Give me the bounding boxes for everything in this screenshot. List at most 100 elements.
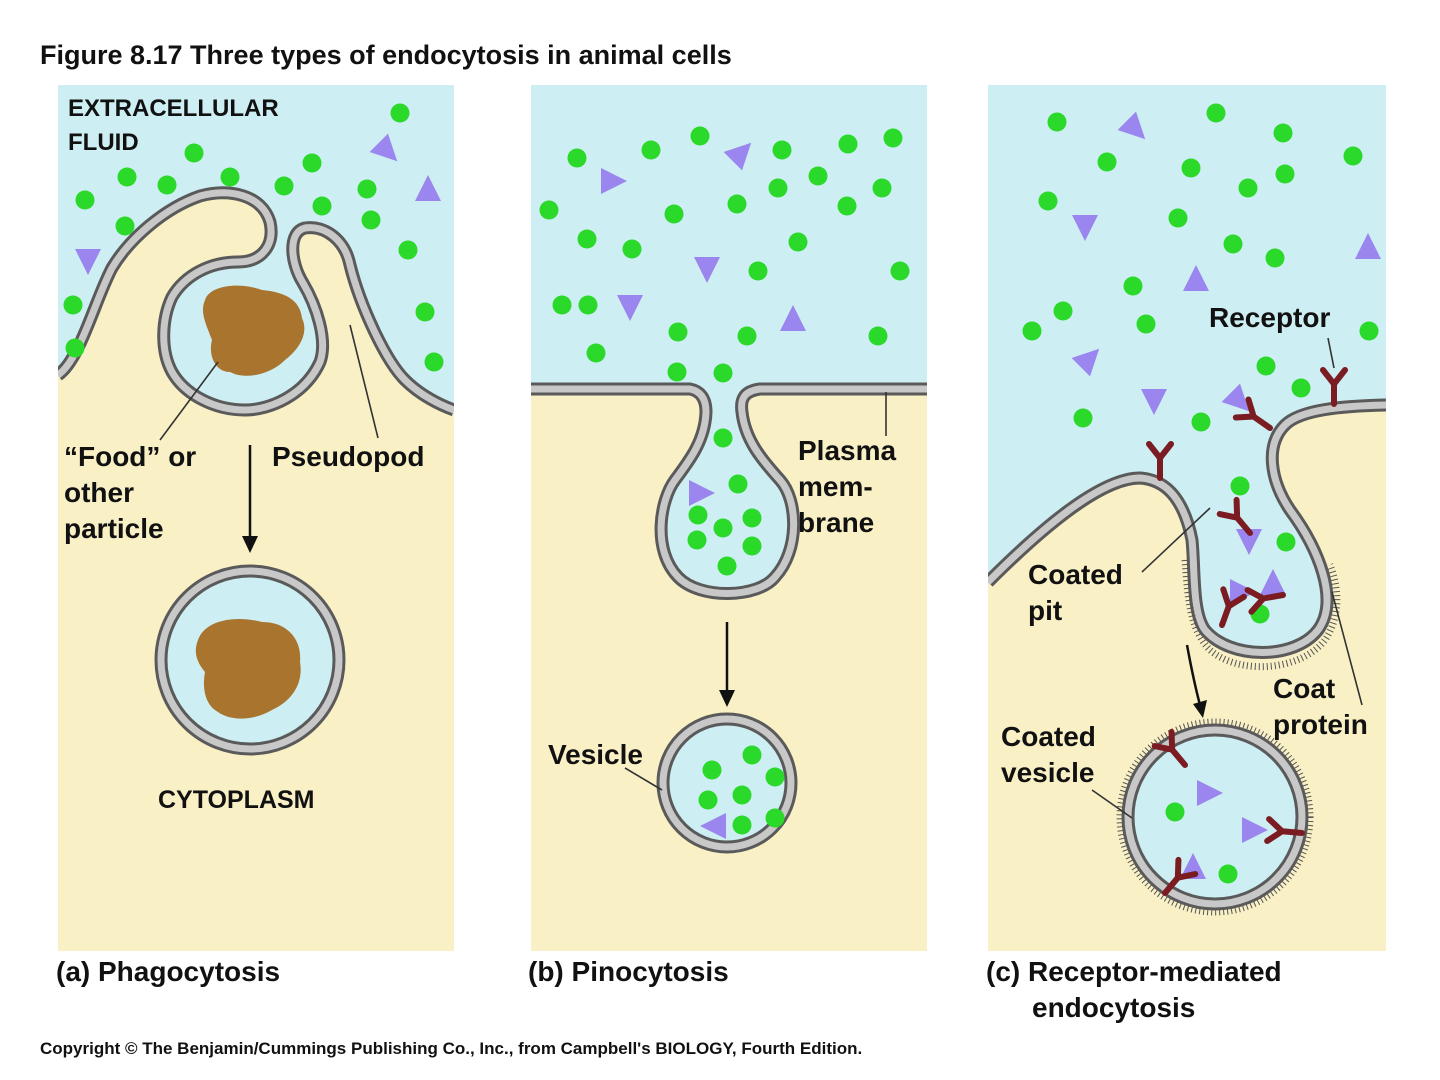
panel-phagocytosis: EXTRACELLULAR FLUID “Food” or other part… bbox=[58, 85, 454, 951]
green-dot-molecule-icon bbox=[883, 128, 903, 148]
coat-protein-fringe-pit bbox=[1181, 559, 1341, 671]
green-dot-molecule-icon bbox=[768, 178, 788, 198]
green-dot-molecule-icon bbox=[1276, 532, 1296, 552]
green-dot-molecule-icon bbox=[157, 175, 177, 195]
green-dot-molecule-icon bbox=[390, 103, 410, 123]
green-dot-molecule-icon bbox=[765, 808, 785, 828]
receptor-y-icon bbox=[1320, 367, 1348, 407]
green-dot-molecule-icon bbox=[115, 216, 135, 236]
label-plasma-membrane-line1: Plasma bbox=[798, 435, 896, 466]
label-coat-protein-line2: protein bbox=[1273, 709, 1368, 740]
label-cytoplasm: CYTOPLASM bbox=[158, 786, 315, 814]
green-dot-molecule-icon bbox=[220, 167, 240, 187]
green-dot-molecule-icon bbox=[732, 785, 752, 805]
caption-receptor-mediated-line1: (c) Receptor-mediated bbox=[986, 956, 1282, 987]
label-receptor: Receptor bbox=[1209, 302, 1330, 333]
purple-triangle-molecule-icon bbox=[723, 142, 752, 171]
green-dot-molecule-icon bbox=[1123, 276, 1143, 296]
green-dot-molecule-icon bbox=[713, 363, 733, 383]
receptor-y-icon bbox=[1146, 441, 1174, 481]
panel-c-coat-protein-leader-line bbox=[1331, 591, 1363, 706]
receptor-y-icon bbox=[1264, 816, 1305, 844]
green-dot-molecule-icon bbox=[398, 240, 418, 260]
green-dot-molecule-icon bbox=[765, 767, 785, 787]
green-dot-molecule-icon bbox=[868, 326, 888, 346]
label-coated-pit-line1: Coated bbox=[1028, 559, 1123, 590]
green-dot-molecule-icon bbox=[728, 474, 748, 494]
green-dot-molecule-icon bbox=[75, 190, 95, 210]
caption-pinocytosis: (b) Pinocytosis bbox=[528, 956, 729, 987]
panel-a-pseudopod-leader-line bbox=[349, 324, 379, 439]
label-extracellular-fluid-line2: FLUID bbox=[68, 129, 139, 156]
arrow-down-icon bbox=[719, 622, 735, 707]
food-particle-icon bbox=[195, 619, 301, 719]
green-dot-molecule-icon bbox=[838, 134, 858, 154]
green-dot-molecule-icon bbox=[622, 239, 642, 259]
green-dot-molecule-icon bbox=[1359, 321, 1379, 341]
figure-title: Figure 8.17 Three types of endocytosis i… bbox=[40, 40, 732, 70]
green-dot-molecule-icon bbox=[1291, 378, 1311, 398]
green-dot-molecule-icon bbox=[668, 322, 688, 342]
purple-triangle-molecule-icon bbox=[75, 249, 101, 275]
green-dot-molecule-icon bbox=[664, 204, 684, 224]
caption-phagocytosis: (a) Phagocytosis bbox=[56, 956, 280, 987]
purple-triangle-molecule-icon bbox=[1183, 265, 1209, 291]
green-dot-molecule-icon bbox=[1136, 314, 1156, 334]
label-coated-vesicle-line1: Coated bbox=[1001, 721, 1096, 752]
purple-triangle-molecule-icon bbox=[1071, 348, 1100, 377]
arrow-curved-down-icon bbox=[1185, 644, 1207, 718]
green-dot-molecule-icon bbox=[357, 179, 377, 199]
green-dot-molecule-icon bbox=[1206, 103, 1226, 123]
green-dot-molecule-icon bbox=[688, 505, 708, 525]
panel-c-coated-vesicle bbox=[1116, 718, 1314, 916]
green-dot-molecule-icon bbox=[727, 194, 747, 214]
green-dot-molecule-icon bbox=[1230, 476, 1250, 496]
panel-a-vesicle bbox=[154, 564, 346, 756]
green-dot-molecule-icon bbox=[702, 760, 722, 780]
green-dot-molecule-icon bbox=[312, 196, 332, 216]
panel-b-extracellular-fluid bbox=[531, 85, 927, 594]
receptor-y-icon bbox=[1244, 587, 1286, 615]
green-dot-molecule-icon bbox=[361, 210, 381, 230]
purple-triangle-molecule-icon bbox=[1355, 233, 1381, 259]
purple-triangle-molecule-icon bbox=[700, 813, 726, 839]
label-coated-pit-line2: pit bbox=[1028, 595, 1062, 626]
green-dot-molecule-icon bbox=[274, 176, 294, 196]
green-dot-molecule-icon bbox=[1181, 158, 1201, 178]
green-dot-molecule-icon bbox=[890, 261, 910, 281]
green-dot-molecule-icon bbox=[667, 362, 687, 382]
green-dot-molecule-icon bbox=[1097, 152, 1117, 172]
green-dot-molecule-icon bbox=[1022, 321, 1042, 341]
purple-triangle-molecule-icon bbox=[1260, 569, 1286, 595]
green-dot-molecule-icon bbox=[748, 261, 768, 281]
green-dot-molecule-icon bbox=[1218, 864, 1238, 884]
label-vesicle: Vesicle bbox=[548, 739, 643, 770]
green-dot-molecule-icon bbox=[577, 229, 597, 249]
green-dot-molecule-icon bbox=[713, 518, 733, 538]
receptor-y-icon bbox=[1151, 728, 1188, 768]
green-dot-molecule-icon bbox=[1256, 356, 1276, 376]
panel-b-vesicle-leader-line bbox=[624, 767, 663, 791]
purple-triangle-molecule-icon bbox=[1221, 383, 1250, 412]
green-dot-molecule-icon bbox=[1223, 234, 1243, 254]
green-dot-molecule-icon bbox=[732, 815, 752, 835]
label-food-particle-line1: “Food” or bbox=[64, 441, 196, 472]
purple-triangle-molecule-icon bbox=[1197, 780, 1223, 806]
purple-triangle-molecule-icon bbox=[601, 168, 627, 194]
green-dot-molecule-icon bbox=[424, 352, 444, 372]
green-dot-molecule-icon bbox=[687, 530, 707, 550]
green-dot-molecule-icon bbox=[415, 302, 435, 322]
green-dot-molecule-icon bbox=[872, 178, 892, 198]
label-food-particle-line2: other bbox=[64, 477, 134, 508]
green-dot-molecule-icon bbox=[1053, 301, 1073, 321]
receptor-y-icon bbox=[1216, 496, 1253, 536]
label-plasma-membrane-line3: brane bbox=[798, 507, 874, 538]
green-dot-molecule-icon bbox=[65, 338, 85, 358]
green-dot-molecule-icon bbox=[1275, 164, 1295, 184]
purple-triangle-molecule-icon bbox=[694, 257, 720, 283]
purple-triangle-molecule-icon bbox=[617, 295, 643, 321]
purple-triangle-molecule-icon bbox=[369, 133, 398, 162]
green-dot-molecule-icon bbox=[302, 153, 322, 173]
green-dot-molecule-icon bbox=[1165, 802, 1185, 822]
